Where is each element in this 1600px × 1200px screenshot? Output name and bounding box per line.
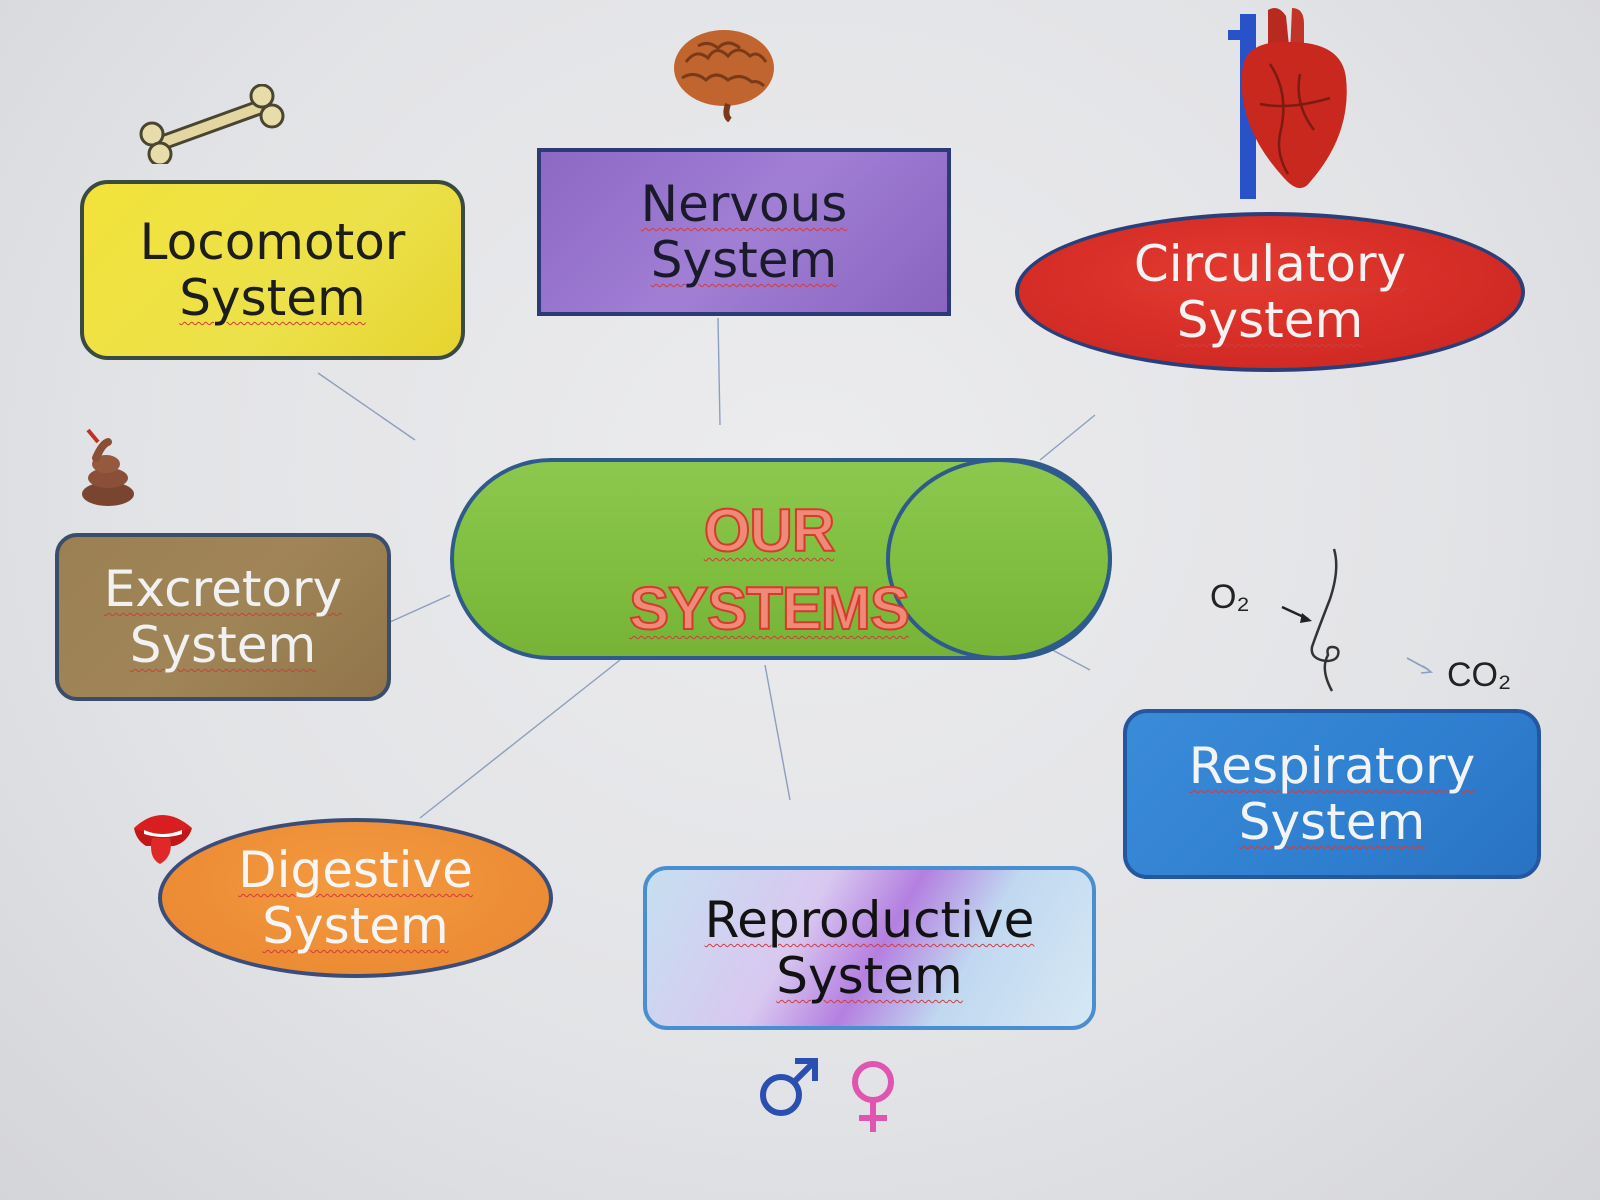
lips-tongue-icon: [134, 815, 192, 864]
reproductive-label-line2: System: [776, 947, 963, 1005]
excretory-system-node: Excretory System: [55, 533, 391, 701]
exhale-arrow-icon: [1406, 657, 1434, 674]
connector-locomotor: [317, 372, 416, 441]
locomotor-label-line1: Locomotor: [139, 213, 406, 271]
connector-excretory: [389, 594, 451, 623]
nose-icon: [1310, 548, 1340, 692]
circulatory-label-line1: Circulatory: [1133, 235, 1407, 293]
circulatory-system-node: Circulatory System: [1015, 212, 1525, 372]
central-title-line1: OUR: [703, 496, 836, 565]
digestive-label-line1: Digestive: [238, 841, 473, 899]
respiratory-label-line2: System: [1238, 793, 1426, 851]
connector-nervous: [717, 317, 721, 426]
locomotor-label-line2: System: [179, 269, 366, 327]
nervous-system-node: Nervous System: [537, 148, 951, 316]
digestive-system-node: Digestive System: [158, 818, 553, 978]
heart-icon: [1228, 8, 1347, 199]
poop-icon: [82, 428, 134, 506]
excretory-label-line2: System: [129, 616, 317, 674]
connector-circulatory: [1039, 414, 1096, 461]
female-symbol-icon: [852, 1061, 894, 1132]
brain-icon: [674, 30, 774, 122]
connector-reproductive: [764, 664, 791, 801]
inhale-arrow-icon: [1281, 605, 1312, 623]
nervous-label-line2: System: [650, 231, 838, 289]
central-topic-title: OUR SYSTEMS: [549, 492, 989, 648]
excretory-label-line1: Excretory: [103, 560, 343, 618]
carbon-dioxide-label: CO₂: [1447, 656, 1512, 694]
digestive-label-line2: System: [262, 897, 449, 955]
respiratory-label-line1: Respiratory: [1188, 737, 1476, 795]
central-topic-circle: [886, 458, 1112, 660]
circulatory-label-line2: System: [1176, 291, 1364, 349]
respiratory-system-node: Respiratory System: [1123, 709, 1541, 879]
nervous-label-line1: Nervous: [640, 175, 848, 233]
connector-digestive: [419, 659, 621, 819]
reproductive-system-node: Reproductive System: [643, 866, 1096, 1030]
oxygen-label: O₂: [1210, 578, 1250, 616]
central-topic-node: OUR SYSTEMS: [450, 458, 1112, 660]
locomotor-system-node: Locomotor System: [80, 180, 465, 360]
bone-icon: [139, 84, 285, 164]
male-symbol-icon: [760, 1058, 818, 1116]
central-title-line2: SYSTEMS: [628, 574, 911, 643]
reproductive-label-line1: Reproductive: [704, 891, 1035, 949]
